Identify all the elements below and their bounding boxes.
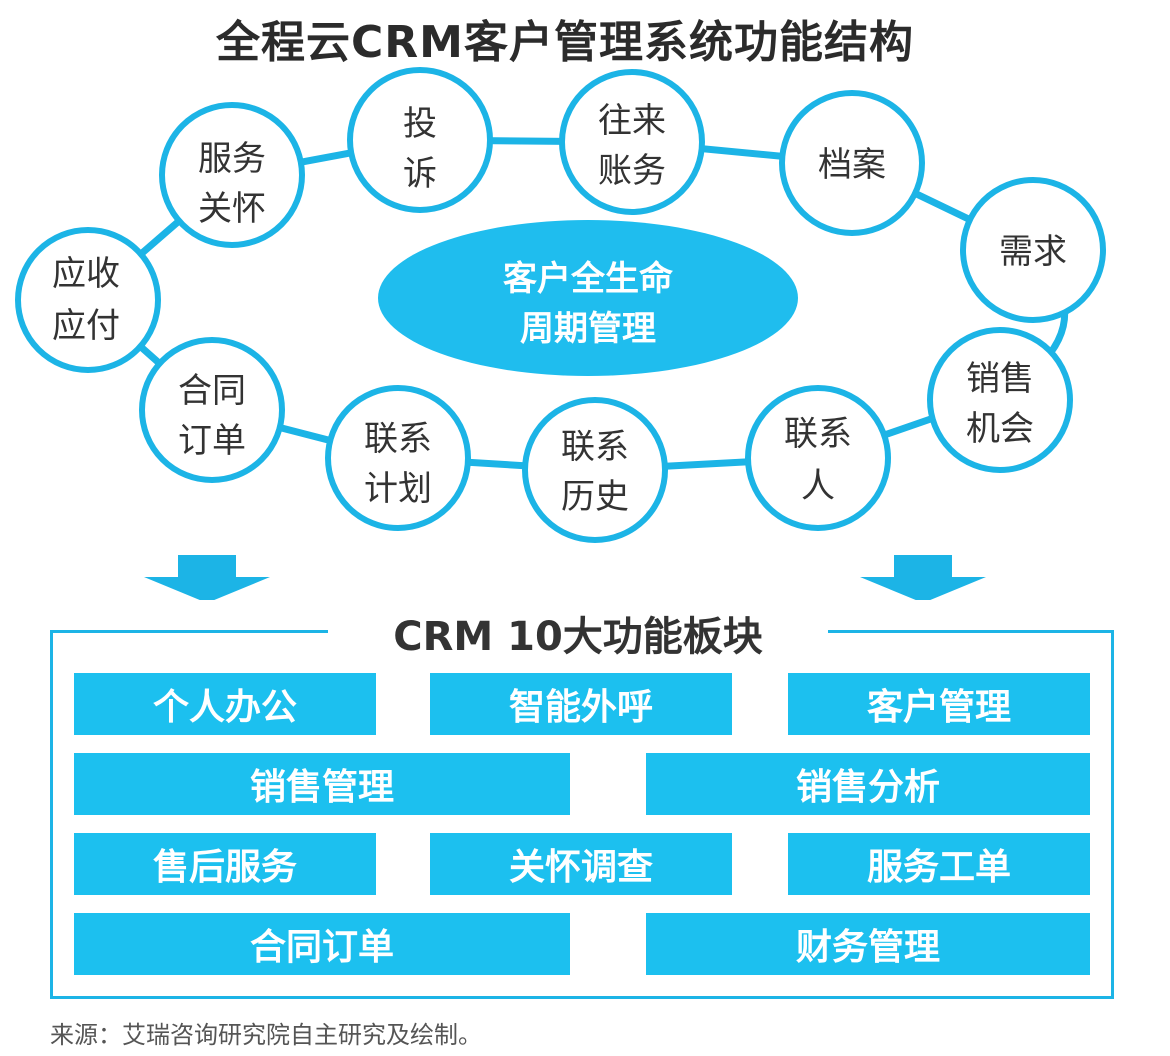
node-label-line: 合同 [178, 371, 246, 411]
node-label-line: 应收 [52, 254, 120, 294]
cycle-node-contact-person: 联系 人 [745, 385, 891, 531]
lifecycle-cycle: 客户全生命 周期管理 服务 关怀 投 诉 往来 账务 档案 需求 销售 机会 联… [15, 67, 1106, 600]
module-after-sales: 售后服务 [74, 833, 376, 895]
module-sales-analysis: 销售分析 [646, 753, 1090, 815]
node-label-line: 机会 [966, 409, 1034, 449]
node-label-line: 需求 [999, 232, 1067, 272]
module-contract-order: 合同订单 [74, 913, 570, 975]
cycle-node-complaint: 投 诉 [347, 67, 493, 213]
node-label-line: 联系 [364, 419, 432, 459]
source-note: 来源：艾瑞咨询研究院自主研究及绘制。 [50, 1021, 482, 1049]
module-finance-management: 财务管理 [646, 913, 1090, 975]
node-label-line: 计划 [364, 469, 432, 509]
node-label-line: 历史 [561, 477, 629, 517]
cycle-node-accounts: 往来 账务 [559, 69, 705, 215]
node-label-line: 往来 [598, 101, 666, 141]
cycle-node-contract-order: 合同 订单 [139, 337, 285, 483]
cycle-node-sales-opportunity: 销售 机会 [927, 327, 1073, 473]
center-ellipse [378, 220, 798, 376]
module-smart-call: 智能外呼 [430, 673, 732, 735]
module-sales-management: 销售管理 [74, 753, 570, 815]
module-personal-office: 个人办公 [74, 673, 376, 735]
cycle-node-demand: 需求 [960, 177, 1106, 323]
node-label-line: 诉 [403, 154, 437, 194]
node-label-line: 人 [801, 466, 835, 506]
frame-top-left [50, 630, 328, 633]
center-label-line-1: 客户全生命 [503, 259, 673, 299]
module-care-survey: 关怀调查 [430, 833, 732, 895]
node-label-line: 联系 [784, 414, 852, 454]
node-label-line: 服务 [198, 139, 266, 179]
arrow-down-right-icon [860, 555, 986, 600]
module-customer-management: 客户管理 [788, 673, 1090, 735]
node-label-line: 账务 [598, 151, 666, 191]
node-label-line: 联系 [561, 427, 629, 467]
cycle-node-contact-plan: 联系 计划 [325, 385, 471, 531]
cycle-node-receivables-payables: 应收 应付 [15, 227, 161, 373]
modules-frame [50, 630, 1114, 999]
node-label-line: 销售 [966, 359, 1034, 399]
cycle-node-service-care: 服务 关怀 [159, 102, 305, 248]
frame-top-right [828, 630, 1111, 633]
node-label-line: 档案 [818, 145, 886, 185]
node-label-line: 应付 [52, 306, 120, 346]
modules-title: CRM 10大功能板块 [393, 614, 763, 660]
node-label-line: 订单 [178, 421, 246, 461]
cycle-node-archive: 档案 [779, 90, 925, 236]
center-label-line-2: 周期管理 [520, 309, 656, 349]
module-service-ticket: 服务工单 [788, 833, 1090, 895]
cycle-node-contact-history: 联系 历史 [522, 397, 668, 543]
diagram-title: 全程云CRM客户管理系统功能结构 [216, 17, 914, 68]
node-label-line: 投 [403, 104, 437, 144]
node-label-line: 关怀 [198, 189, 266, 229]
arrow-down-left-icon [144, 555, 270, 600]
